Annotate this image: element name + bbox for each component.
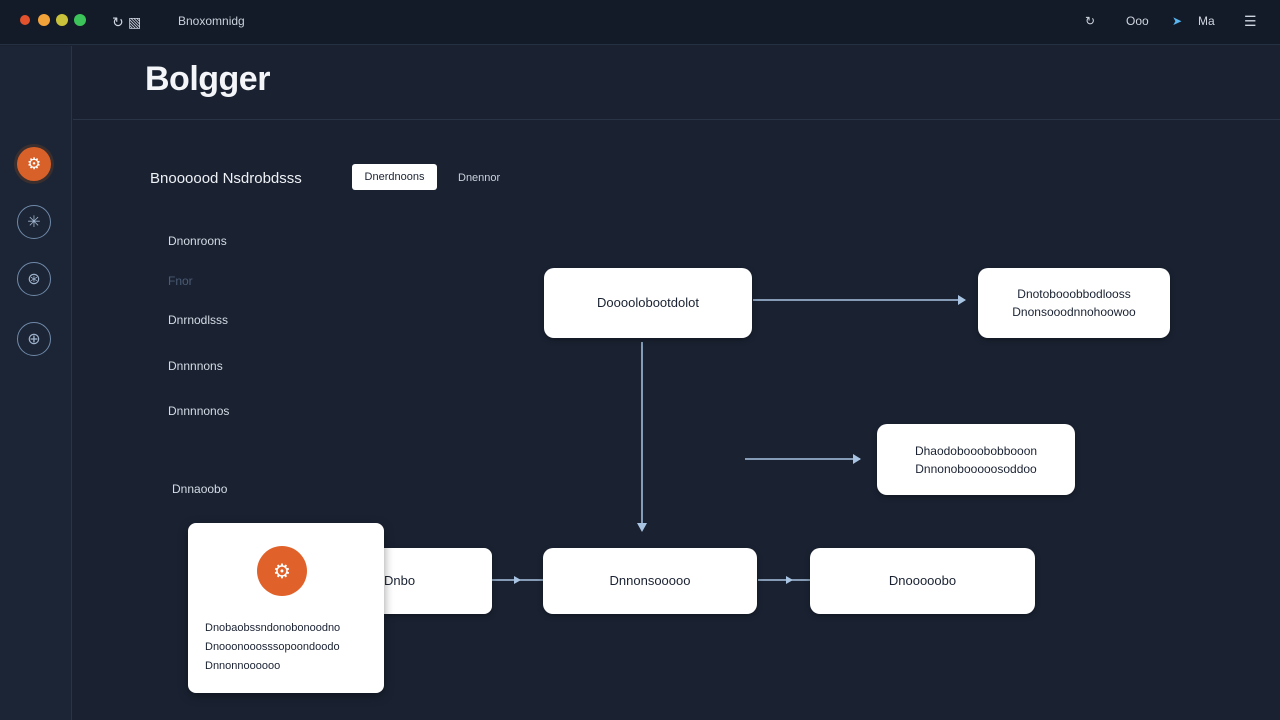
arrow-icon[interactable]: ➤ bbox=[1172, 14, 1183, 28]
app-title: Bolgger bbox=[145, 60, 270, 98]
node-label: Dnnonobooooosoddoo bbox=[915, 461, 1037, 476]
globe-icon: ⊕ bbox=[27, 331, 41, 348]
diagram-node-top-center[interactable]: Doooolobootdolot bbox=[544, 268, 752, 338]
grid-icon[interactable]: ▧ bbox=[128, 14, 142, 30]
refresh-icon[interactable]: ↻ bbox=[1085, 14, 1096, 28]
node-label: Dnonsooodnnohoowoo bbox=[1012, 305, 1136, 319]
gear-icon: ⚙ bbox=[257, 546, 307, 596]
gear-icon: ⚙ bbox=[26, 156, 42, 173]
node-label: Dnotobooobbodlooss bbox=[1017, 287, 1131, 301]
nav-item[interactable]: Dnnaoobo bbox=[172, 482, 228, 496]
node-label: Dnooooobo bbox=[888, 573, 957, 588]
arrowhead bbox=[786, 576, 793, 584]
card-text: Dnnonnoooooo bbox=[205, 660, 281, 672]
node-label: Dnbo bbox=[384, 573, 416, 588]
nav-item[interactable]: Dnnnnonos bbox=[168, 404, 230, 418]
sidebar-item-globe[interactable]: ⊕ bbox=[17, 322, 51, 356]
tab-link[interactable]: Dnennor bbox=[458, 172, 501, 184]
arrowhead bbox=[958, 295, 966, 305]
arrowhead bbox=[853, 454, 861, 464]
sidebar-item-home[interactable]: ⚙ bbox=[17, 147, 51, 181]
nav-item[interactable]: Dnrnodlsss bbox=[168, 313, 229, 327]
network-icon: ✳ bbox=[27, 214, 41, 231]
node-label: Doooolobootdolot bbox=[597, 295, 699, 310]
card-text: Dnobaobssndonobonoodno bbox=[205, 622, 341, 634]
diagram-node-mid-right[interactable]: Dhaodobooobobbooon Dnnonobooooosoddoo bbox=[877, 424, 1075, 495]
minimize-window-button[interactable] bbox=[38, 14, 50, 26]
fullscreen-window-button[interactable] bbox=[74, 14, 86, 26]
page-header: Bolgger bbox=[73, 46, 1280, 120]
card-text: Dnooonooosssopoondoodo bbox=[205, 641, 340, 653]
info-card[interactable]: ⚙ Dnobaobssndonobonoodno Dnooonooosssopo… bbox=[188, 523, 384, 693]
window-title: Bnoxomnidg bbox=[178, 14, 245, 28]
zoom-window-button[interactable] bbox=[56, 14, 68, 26]
nav-item[interactable]: Dnonroons bbox=[168, 234, 227, 248]
diagram-node-top-right[interactable]: Dnotobooobbodlooss Dnonsooodnnohoowoo bbox=[978, 268, 1170, 338]
title-bar: ↻ ▧ Bnoxomnidg ↻ Ooo ➤ Ma ☰ bbox=[0, 0, 1280, 45]
nav-item[interactable]: Dnnnnons bbox=[168, 359, 223, 373]
shield-icon: ⊛ bbox=[27, 271, 41, 288]
titlebar-item-label[interactable]: Ma bbox=[1198, 14, 1215, 28]
node-label: Dnnonsooooo bbox=[609, 573, 691, 588]
node-label: Dhaodobooobobbooon bbox=[914, 443, 1038, 458]
section-title: Bnoooood Nsdrobdsss bbox=[150, 170, 302, 187]
sidebar-item-shield[interactable]: ⊛ bbox=[17, 262, 51, 296]
menu-icon[interactable]: ☰ bbox=[1244, 13, 1257, 29]
close-window-button[interactable] bbox=[20, 15, 30, 25]
diagram-node-bottom-left[interactable]: Dnbo bbox=[384, 548, 492, 614]
arrowhead bbox=[637, 523, 647, 532]
sidebar: ⚙ ✳ ⊛ ⊕ bbox=[0, 46, 72, 720]
tab-active[interactable]: Dnerdnoons bbox=[352, 164, 437, 190]
sidebar-item-network[interactable]: ✳ bbox=[17, 205, 51, 239]
diagram-node-bottom-right[interactable]: Dnooooobo bbox=[810, 548, 1035, 614]
titlebar-item-label[interactable]: Ooo bbox=[1126, 14, 1149, 28]
diagram-node-bottom-center[interactable]: Dnnonsooooo bbox=[543, 548, 757, 614]
arrowhead bbox=[514, 576, 521, 584]
nav-item[interactable]: Fnor bbox=[168, 274, 193, 288]
refresh-icon[interactable]: ↻ bbox=[112, 14, 124, 30]
